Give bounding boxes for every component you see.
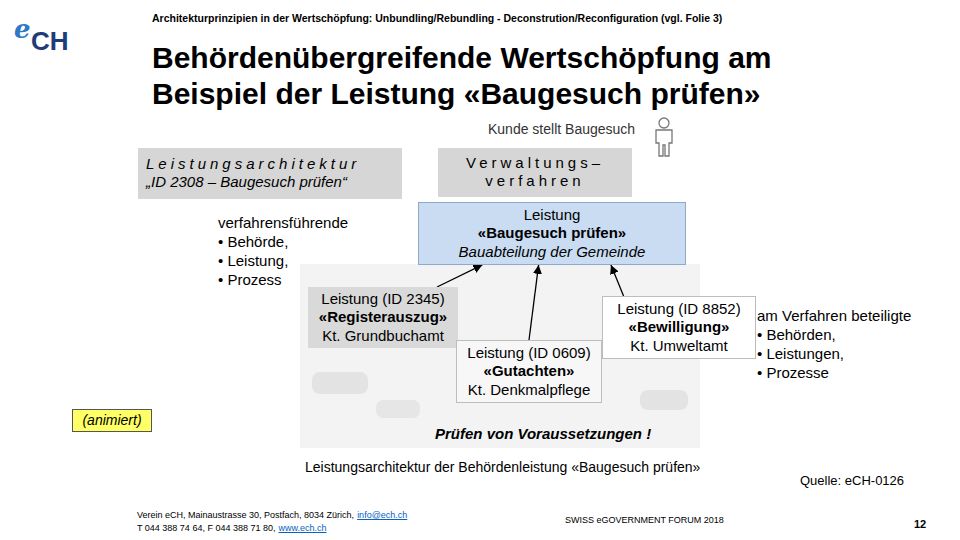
box-text: Verwaltungs– verfahren xyxy=(446,154,624,191)
box-text: Leistungsarchitektur xyxy=(146,155,394,173)
list-item: • Leistungen, xyxy=(757,345,844,363)
box-text: Kt. Grundbuchamt xyxy=(312,327,454,345)
list-heading: am Verfahren beteiligte xyxy=(757,307,911,325)
person-icon xyxy=(656,118,672,156)
arrow-connector xyxy=(437,265,482,287)
faint-process-shape xyxy=(376,400,420,418)
service-box: Leistung (ID 8852)«Bewilligung»Kt. Umwel… xyxy=(602,296,756,359)
service-box: Leistung (ID 2345)«Registerauszug»Kt. Gr… xyxy=(308,287,458,348)
box-text: Leistung xyxy=(425,206,679,224)
box-text: Kt. Denkmalpflege xyxy=(461,381,597,399)
page-number: 12 xyxy=(914,518,926,531)
list-item: • Prozess xyxy=(218,271,282,289)
logo-letter: e xyxy=(14,14,31,45)
box-text: «Registerauszug» xyxy=(312,308,454,326)
list-item: • Prozesse xyxy=(757,364,829,382)
animation-note: (animiert) xyxy=(72,409,152,432)
footer-event: SWISS eGOVERNMENT FORUM 2018 xyxy=(565,515,724,526)
service-box: Leistung (ID 0609)«Gutachten»Kt. Denkmal… xyxy=(456,340,602,403)
list-heading: verfahrensführende xyxy=(218,214,348,232)
service-box: Leistung«Baugesuch prüfen»Bauabteilung d… xyxy=(418,202,686,265)
arrow-connector xyxy=(529,265,539,340)
footer-phone: T 044 388 74 64, F 044 388 71 80, xyxy=(137,523,275,534)
box-text: «Gutachten» xyxy=(461,362,597,380)
faint-process-shape xyxy=(312,372,368,394)
logo-text: CH xyxy=(31,26,69,57)
faint-process-shape xyxy=(640,390,688,410)
box-text: Leistung (ID 0609) xyxy=(461,344,597,362)
box-text: «Baugesuch prüfen» xyxy=(425,224,679,242)
box-text: Leistung (ID 8852) xyxy=(607,300,751,318)
list-item: • Behörden, xyxy=(757,326,836,344)
footer-link: info@ech.ch xyxy=(357,510,407,521)
person-head xyxy=(659,118,669,128)
box-text: (animiert) xyxy=(77,412,147,429)
slide-title: Behördenübergreifende Wertschöpfung am B… xyxy=(152,40,852,112)
footer-link: www.ech.ch xyxy=(278,523,326,534)
architecture-box: Leistungsarchitektur„ID 2308 – Baugesuch… xyxy=(138,148,402,199)
actor-label: Kunde stellt Baugesuch xyxy=(488,121,635,138)
box-text: Leistung (ID 2345) xyxy=(312,290,454,308)
header-text: Architekturprinzipien in der Wertschöpfu… xyxy=(152,12,722,25)
list-item: • Leistung, xyxy=(218,252,288,270)
list-item: • Behörde, xyxy=(218,233,288,251)
box-text: Kt. Umweltamt xyxy=(607,337,751,355)
source-note: Quelle: eCH-0126 xyxy=(800,473,904,489)
arrow-connector xyxy=(611,265,624,296)
procedure-box: Verwaltungs– verfahren xyxy=(438,148,632,197)
emphasis-note: Prüfen von Voraussetzungen ! xyxy=(435,425,651,443)
box-text: Bauabteilung der Gemeinde xyxy=(425,243,679,261)
box-text: „ID 2308 – Baugesuch prüfen“ xyxy=(146,173,394,191)
person-body xyxy=(656,130,672,156)
figure-caption: Leistungsarchitektur der Behördenleistun… xyxy=(305,459,700,476)
footer-address: Verein eCH, Mainaustrasse 30, Postfach, … xyxy=(137,510,354,521)
box-text: «Bewilligung» xyxy=(607,318,751,336)
